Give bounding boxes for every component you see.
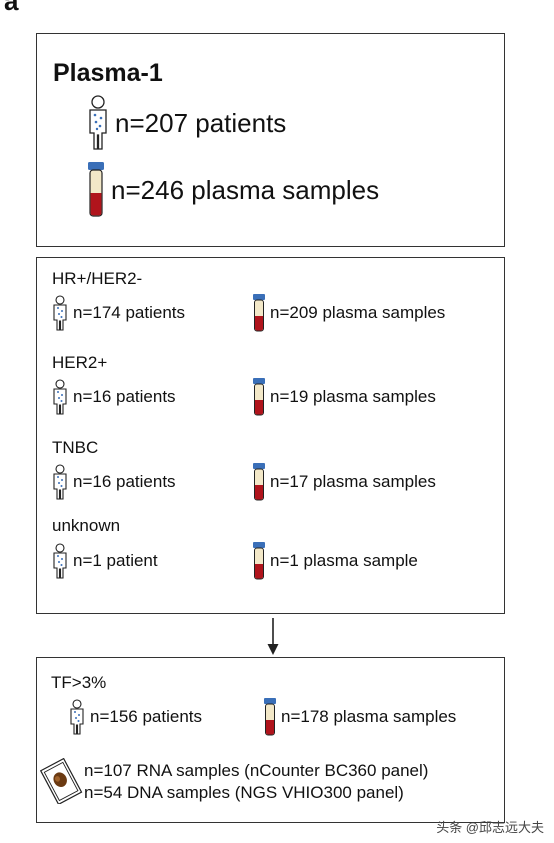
tf-samples: n=178 plasma samples xyxy=(262,697,456,737)
subtype-patients: n=1 patient xyxy=(50,543,158,579)
subtype-samples: n=209 plasma samples xyxy=(251,293,445,333)
subtype-label: TNBC xyxy=(52,438,99,457)
person-icon xyxy=(67,699,87,735)
person-icon xyxy=(50,464,70,500)
cohort-title: Plasma-1 xyxy=(53,59,163,87)
tf-label: TF>3% xyxy=(51,673,107,692)
panel-letter: a xyxy=(4,0,19,16)
tissue-slide-icon xyxy=(40,758,84,804)
blood-tube-icon xyxy=(251,293,267,333)
subtype-patients-text: n=1 patient xyxy=(73,551,158,570)
tf-samples-text: n=178 plasma samples xyxy=(281,707,457,726)
tf-filter-box: TF>3% n=156 patients n=178 plasma sample… xyxy=(36,657,505,823)
cohort-box: Plasma-1 n=207 patients n=246 plasma sam… xyxy=(36,33,505,247)
subtype-patients-text: n=16 patients xyxy=(73,387,176,406)
cohort-samples-text: n=246 plasma samples xyxy=(111,174,380,205)
tf-patients-text: n=156 patients xyxy=(90,707,203,726)
subtype-samples: n=17 plasma samples xyxy=(251,462,436,502)
dna-text: n=54 DNA samples (NGS VHIO300 panel) xyxy=(84,783,404,802)
rna-text: n=107 RNA samples (nCounter BC360 panel) xyxy=(84,761,429,780)
person-icon xyxy=(50,379,70,415)
tf-patients: n=156 patients xyxy=(67,699,202,735)
person-icon xyxy=(50,295,70,331)
subtype-samples-text: n=209 plasma samples xyxy=(270,303,446,322)
cohort-patients-row: n=207 patients xyxy=(85,95,286,151)
blood-tube-icon xyxy=(251,541,267,581)
subtype-patients-text: n=16 patients xyxy=(73,472,176,491)
subtype-samples-text: n=17 plasma samples xyxy=(270,472,436,491)
subtypes-box: HR+/HER2- n=174 patients n=209 plasma sa… xyxy=(36,257,505,614)
subtype-patients: n=16 patients xyxy=(50,379,176,415)
blood-tube-icon xyxy=(85,161,107,219)
blood-tube-icon xyxy=(251,377,267,417)
subtype-label: HER2+ xyxy=(52,353,108,372)
blood-tube-icon xyxy=(262,697,278,737)
subtype-samples-text: n=19 plasma samples xyxy=(270,387,436,406)
arrow-down-icon xyxy=(266,618,280,656)
subtype-label: HR+/HER2- xyxy=(52,269,143,288)
subtype-samples: n=19 plasma samples xyxy=(251,377,436,417)
cohort-patients-text: n=207 patients xyxy=(115,107,287,138)
subtype-patients: n=174 patients xyxy=(50,295,185,331)
person-icon xyxy=(50,543,70,579)
subtype-samples-text: n=1 plasma sample xyxy=(270,551,418,570)
blood-tube-icon xyxy=(251,462,267,502)
person-icon xyxy=(85,95,111,151)
subtype-patients-text: n=174 patients xyxy=(73,303,186,322)
subtype-samples: n=1 plasma sample xyxy=(251,541,418,581)
subtype-patients: n=16 patients xyxy=(50,464,176,500)
cohort-samples-row: n=246 plasma samples xyxy=(85,161,379,219)
watermark: 头条 @邱志远大夫 xyxy=(436,820,544,835)
subtype-label: unknown xyxy=(52,516,121,535)
